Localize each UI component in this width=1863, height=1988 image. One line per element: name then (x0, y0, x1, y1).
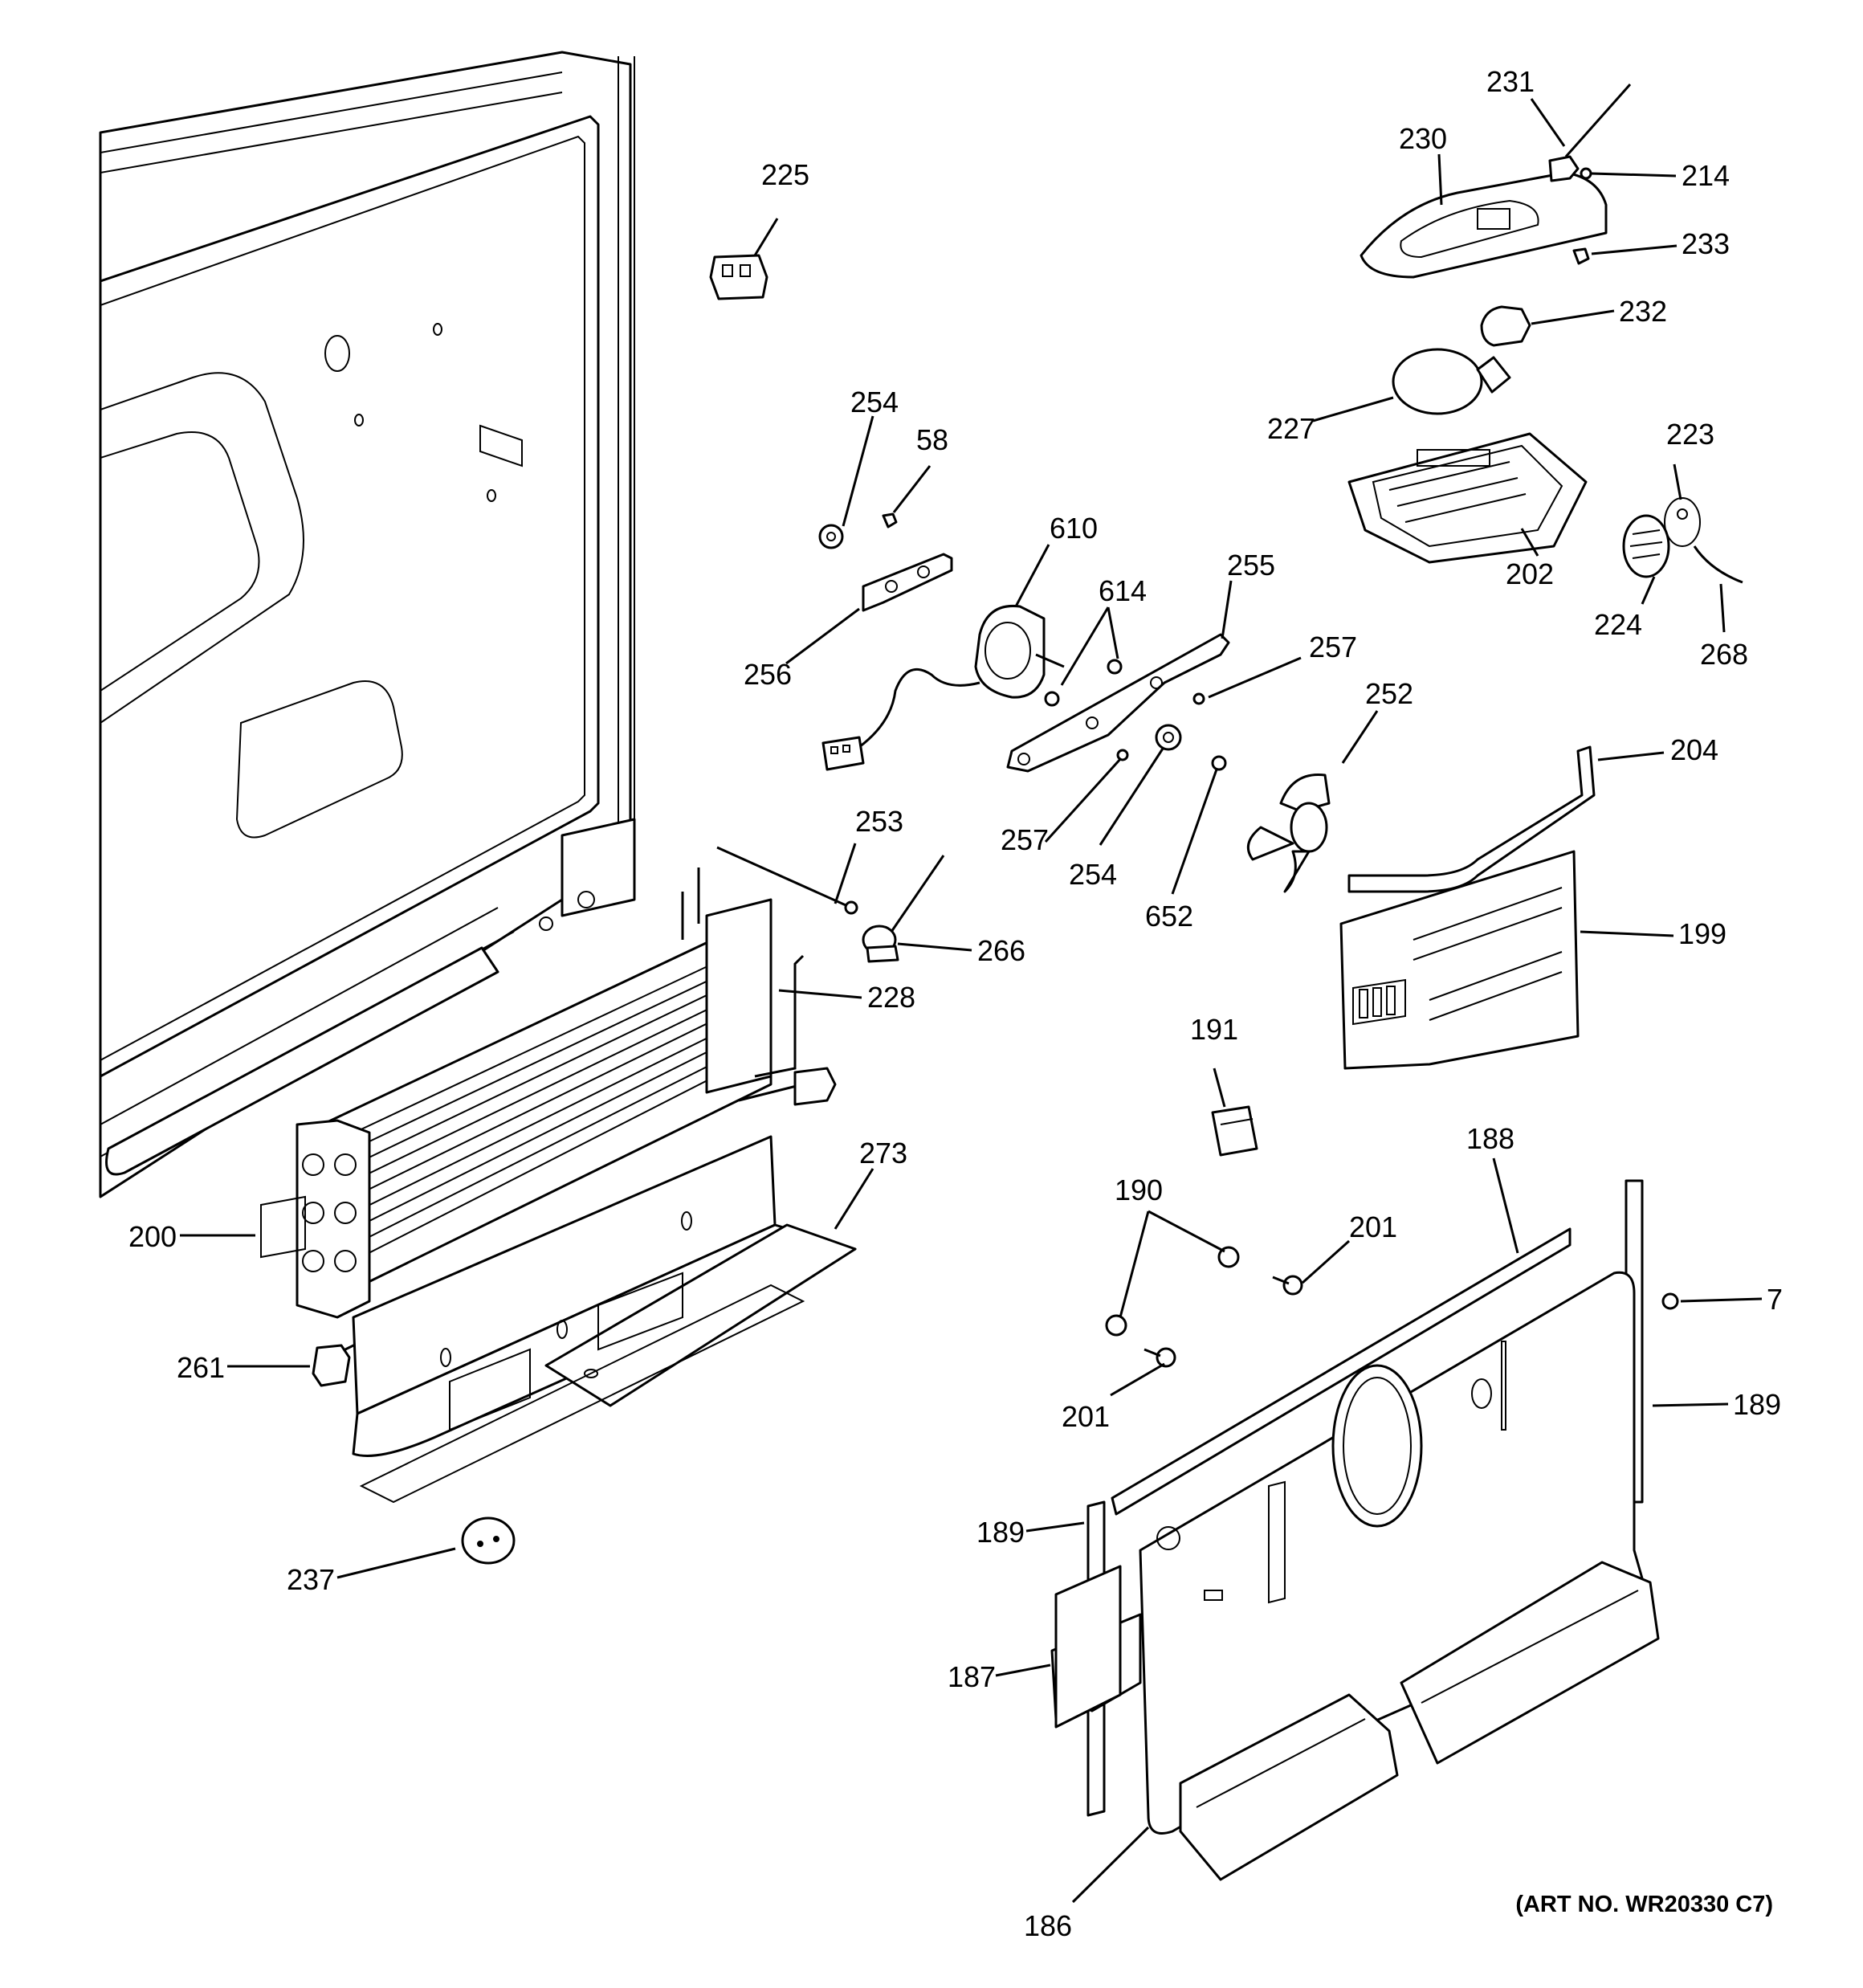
callout-189-right: 189 (1733, 1388, 1781, 1421)
art-number: (ART NO. WR20330 C7) (1515, 1892, 1773, 1917)
heater-enclosure-204 (1347, 745, 1596, 893)
fan-retainer-652 (1211, 755, 1227, 771)
callout-labels: 225 231 230 214 233 232 227 223 202 224 … (128, 65, 1783, 1942)
callout-200: 200 (128, 1220, 177, 1253)
callout-190: 190 (1115, 1174, 1163, 1206)
light-bulb-227 (1392, 348, 1511, 415)
callout-232: 232 (1619, 295, 1667, 328)
callout-228: 228 (867, 981, 915, 1014)
grommet-254-upper (818, 524, 844, 549)
callout-253: 253 (855, 805, 903, 838)
evaporator-cover-186 (1139, 1271, 1660, 1881)
drain-trough (352, 1135, 857, 1504)
light-shield-230 (1360, 171, 1608, 279)
light-housing-202 (1347, 432, 1588, 564)
callout-201-lower: 201 (1062, 1400, 1110, 1433)
callout-257-left: 257 (1001, 823, 1049, 856)
clip-191 (1211, 1105, 1258, 1157)
callout-231: 231 (1486, 65, 1535, 98)
callout-254-upper: 254 (850, 386, 899, 418)
wire-tie-253 (716, 846, 858, 915)
screws-201 (1143, 1275, 1303, 1368)
light-bracket-231 (1548, 84, 1632, 182)
fan-motor-610 (821, 604, 1065, 771)
callout-254-lower: 254 (1069, 858, 1117, 891)
relay-225 (709, 254, 768, 300)
light-socket-232 (1480, 305, 1531, 347)
rear-cover-199 (1339, 850, 1580, 1070)
callout-256: 256 (744, 658, 792, 691)
fan-blade-252 (1246, 773, 1331, 893)
screw-58 (882, 512, 898, 529)
screw-233 (1572, 247, 1590, 265)
evaporator-coil (296, 867, 837, 1319)
callout-266: 266 (977, 934, 1025, 967)
callout-255: 255 (1227, 549, 1275, 582)
screw-214 (1580, 167, 1592, 180)
callout-201-upper: 201 (1349, 1210, 1397, 1243)
grommet-254-lower (1155, 724, 1182, 751)
air-grille-224 (1622, 514, 1670, 578)
callout-189-left: 189 (976, 1516, 1025, 1549)
sensor-wire-268 (1693, 545, 1743, 584)
motor-bracket-256 (862, 553, 953, 612)
callout-610: 610 (1050, 512, 1098, 545)
callout-214: 214 (1682, 159, 1730, 192)
callout-7: 7 (1767, 1283, 1783, 1316)
callout-252: 252 (1365, 677, 1413, 710)
callout-261: 261 (177, 1351, 225, 1384)
defrost-thermostat-266 (862, 855, 945, 963)
callout-268: 268 (1700, 638, 1748, 671)
drain-grommet (461, 1517, 516, 1565)
callout-652: 652 (1145, 900, 1193, 933)
callout-202: 202 (1506, 557, 1554, 590)
callout-199: 199 (1678, 917, 1726, 950)
gasket-188 (1111, 1227, 1572, 1516)
callout-230: 230 (1399, 122, 1447, 155)
callout-58: 58 (916, 423, 948, 456)
callout-614: 614 (1099, 574, 1147, 607)
thermistor-223 (1664, 497, 1701, 547)
heater-end-cap (312, 1344, 351, 1387)
baffle-187 (1050, 1565, 1142, 1729)
callout-186: 186 (1024, 1909, 1072, 1942)
callout-233: 233 (1682, 227, 1730, 260)
callout-225: 225 (761, 158, 809, 191)
callout-223: 223 (1666, 418, 1714, 451)
leader-lines (180, 98, 1763, 1904)
callout-257-right: 257 (1309, 631, 1357, 663)
screw-7 (1661, 1292, 1679, 1310)
nuts-190 (1105, 1246, 1240, 1337)
callout-204: 204 (1670, 733, 1718, 766)
callout-237: 237 (287, 1563, 335, 1596)
callout-187: 187 (948, 1660, 996, 1693)
screws-257 (1116, 692, 1205, 761)
freezer-cabinet-liner (99, 51, 636, 1198)
callout-273: 273 (859, 1137, 907, 1170)
callout-188: 188 (1466, 1122, 1514, 1155)
motor-nuts-614 (1044, 659, 1123, 707)
callout-191: 191 (1190, 1013, 1238, 1046)
callout-224: 224 (1594, 608, 1642, 641)
callout-227: 227 (1267, 412, 1315, 445)
